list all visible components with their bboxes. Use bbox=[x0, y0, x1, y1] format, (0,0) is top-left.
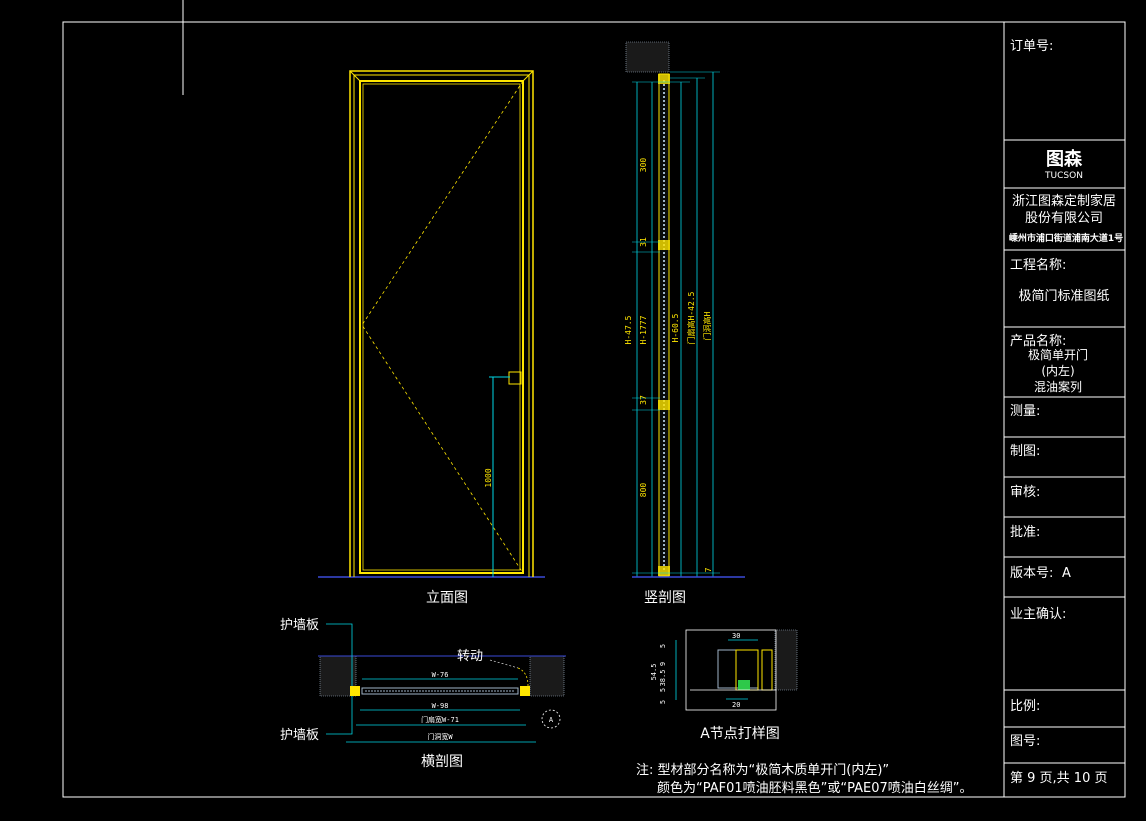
node-dim-54: 54.5 bbox=[650, 664, 658, 681]
vs-dim-h47: H-47.5 bbox=[624, 315, 633, 344]
wall-panel-top-label: 护墙板 bbox=[280, 618, 319, 633]
drawing-no-label: 图号: bbox=[1010, 734, 1040, 749]
node-dim-20: 20 bbox=[732, 701, 740, 709]
drafter-label: 制图: bbox=[1010, 444, 1040, 459]
door-leaf bbox=[359, 80, 524, 574]
product-name-line1: 极简单开门 bbox=[1028, 347, 1088, 362]
version-label: 版本号: bbox=[1010, 566, 1053, 581]
door-frame-outer bbox=[349, 70, 534, 577]
project-name-label: 工程名称: bbox=[1010, 257, 1066, 273]
horizontal-section-view: W-76 W-98 门扇宽W-71 门洞宽W 护墙板 护墙板 转动 A 横剖图 bbox=[280, 618, 566, 770]
node-seal-strip bbox=[738, 680, 750, 690]
swing-arc bbox=[517, 667, 529, 687]
brand-logo-en: TUCSON bbox=[1044, 171, 1083, 181]
hinge-bottom bbox=[658, 400, 670, 410]
vs-dim-37: 37 bbox=[639, 395, 648, 405]
wall-panel-bottom-label: 护墙板 bbox=[280, 728, 319, 743]
vs-dim-300: 300 bbox=[639, 158, 648, 173]
wall-panel-top-leader bbox=[326, 623, 353, 686]
note-line-1: 注: 型材部分名称为“极简木质单开门(内左)” bbox=[636, 762, 889, 778]
drawing-border bbox=[62, 21, 1126, 798]
owner-confirm-label: 业主确认: bbox=[1010, 607, 1066, 622]
node-dim-30: 30 bbox=[732, 632, 740, 640]
wall-panel-bottom-leader bbox=[326, 696, 353, 735]
hs-dim-leaf-width: 门扇宽W-71 bbox=[421, 715, 459, 724]
node-a-marker bbox=[541, 709, 561, 729]
hinge-top bbox=[658, 240, 670, 250]
product-name-line3: 混油案列 bbox=[1034, 379, 1082, 394]
hs-dim-w98: W-98 bbox=[432, 702, 449, 710]
door-leaf-inner bbox=[362, 83, 521, 571]
vs-dim-h1777: H-1777 bbox=[639, 315, 648, 344]
vs-dim-h60-label: H-60.5 bbox=[671, 313, 680, 342]
product-name-label: 产品名称: bbox=[1010, 333, 1066, 349]
elevation-caption: 立面图 bbox=[426, 590, 468, 606]
company-name-line2: 股份有限公司 bbox=[1025, 211, 1103, 226]
swing-direction-lines bbox=[361, 80, 524, 574]
product-name-line2: (内左) bbox=[1041, 363, 1074, 378]
frame-right-section bbox=[520, 686, 530, 696]
node-a-marker-label: A bbox=[549, 716, 554, 724]
vs-dim-31: 31 bbox=[639, 237, 648, 247]
node-a-detail-view: 30 5 54.5 9 38.5 5 5 20 A节点打样图 bbox=[650, 629, 798, 742]
lintel-hatch bbox=[625, 41, 670, 73]
node-dim-5c: 5 bbox=[659, 700, 667, 704]
page-info: 第 9 页,共 10 页 bbox=[1010, 771, 1107, 786]
project-name-value: 极简门标准图纸 bbox=[1018, 288, 1109, 304]
measure-label: 测量: bbox=[1010, 404, 1040, 419]
node-dim-5b: 5 bbox=[659, 688, 667, 692]
order-no-label: 订单号: bbox=[1010, 39, 1053, 54]
vs-dim-800: 800 bbox=[639, 483, 648, 498]
node-dim-9: 9 bbox=[659, 662, 667, 666]
version-value: A bbox=[1062, 566, 1071, 581]
title-block: 订单号: 图森 TUCSON 浙江图森定制家居 股份有限公司 嵊州市浦口街道浦南… bbox=[1003, 22, 1125, 797]
vs-dim-leaf-height-label: 门扇高H-42.5 bbox=[686, 291, 696, 344]
node-detail-caption: A节点打样图 bbox=[700, 725, 780, 742]
door-handle bbox=[508, 371, 522, 385]
node-wall-hatch bbox=[774, 629, 798, 691]
wall-right-hatch bbox=[529, 655, 565, 697]
handle-height-value: 1000 bbox=[484, 468, 493, 487]
horizontal-section-caption: 横剖图 bbox=[421, 754, 463, 770]
vs-dim-door-height-label: 门洞高H bbox=[702, 311, 712, 340]
node-dim-385: 38.5 bbox=[659, 670, 667, 687]
node-detail-box bbox=[685, 629, 777, 711]
vertical-section-view: 300 31 H-47.5 H-1777 37 800 H-60.5 门扇高H-… bbox=[624, 41, 745, 606]
frame-left-section bbox=[350, 686, 360, 696]
vertical-section-caption: 竖剖图 bbox=[644, 590, 686, 606]
company-address: 嵊州市浦口街道浦南大道1号 bbox=[1009, 232, 1123, 244]
leaf-section bbox=[361, 687, 519, 695]
scale-label: 比例: bbox=[1010, 699, 1040, 714]
door-frame-mid bbox=[353, 74, 530, 577]
node-dim-5a: 5 bbox=[659, 644, 667, 648]
hs-dim-w76: W-76 bbox=[432, 671, 449, 679]
company-name-line1: 浙江图森定制家居 bbox=[1012, 193, 1116, 209]
rotate-label: 转动 bbox=[457, 649, 483, 664]
approve-label: 批准: bbox=[1010, 525, 1040, 540]
hs-dim-door-width: 门洞宽W bbox=[427, 732, 453, 741]
vs-dim-gap: 7 bbox=[704, 567, 713, 572]
elevation-view: 1000 立面图 bbox=[318, 70, 545, 606]
note-line-2: 颜色为“PAF01喷油胚料黑色”或“PAE07喷油白丝绸”。 bbox=[657, 780, 973, 796]
review-label: 审核: bbox=[1010, 485, 1040, 500]
brand-logo-cn: 图森 bbox=[1046, 148, 1083, 170]
